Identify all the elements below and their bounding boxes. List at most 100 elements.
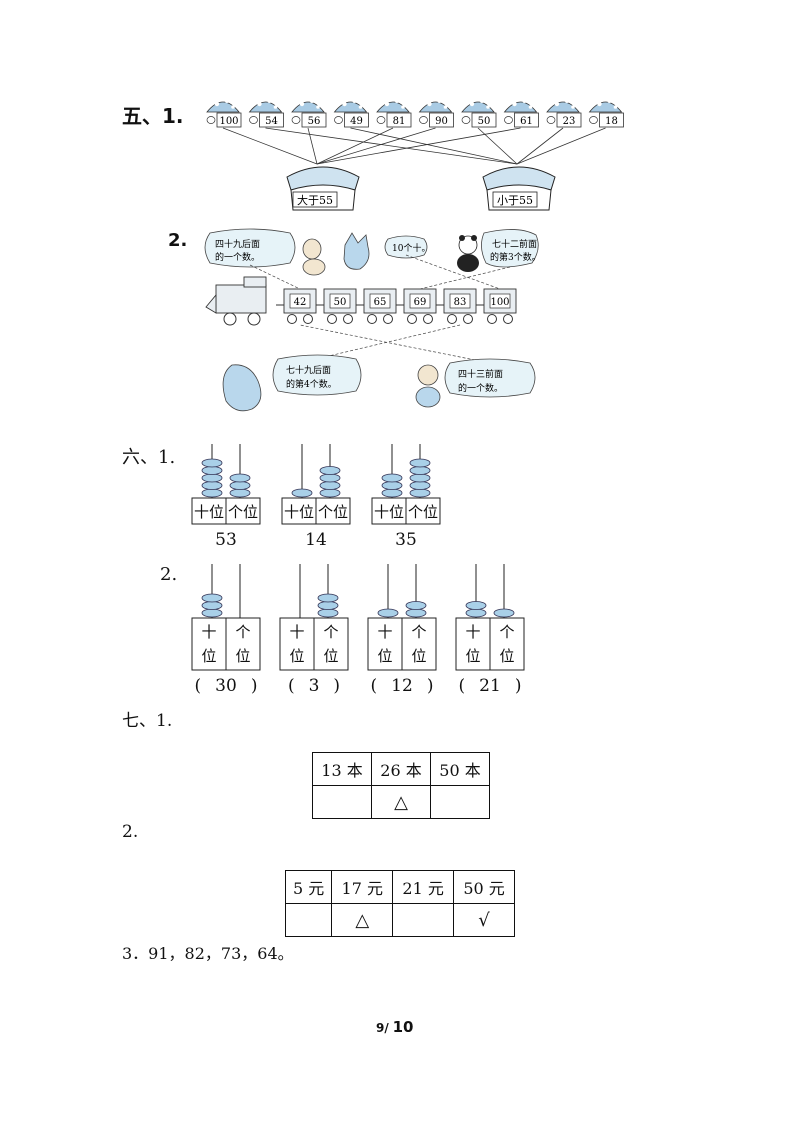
train-car: 100 xyxy=(476,288,517,324)
abacus-bead xyxy=(229,473,251,483)
speech-bubble: 四十三前面 的一个数。 xyxy=(444,358,536,398)
abacus-bead xyxy=(291,488,313,498)
mushroom: 54 xyxy=(248,99,284,128)
mushroom: 23 xyxy=(546,99,582,128)
abacus-caption: (21) xyxy=(444,676,536,696)
bubble-3a: 七十二前面 xyxy=(492,238,537,250)
place-label: 十 xyxy=(377,623,393,641)
match-line xyxy=(405,254,501,290)
mushroom-number: 18 xyxy=(605,116,618,127)
bubble-2: 10个十。 xyxy=(392,242,430,254)
abacus-bead xyxy=(409,458,431,468)
abacus-bead xyxy=(229,488,251,498)
paren-close: ) xyxy=(250,676,258,696)
train-car: 42 xyxy=(276,288,317,324)
place-label: 位 xyxy=(235,647,251,665)
table-header-cell: 21 元 xyxy=(392,870,455,904)
match-line xyxy=(315,324,461,360)
abacus-bead xyxy=(319,466,341,475)
train-car-number: 83 xyxy=(454,297,467,308)
mushroom: 90 xyxy=(418,99,454,128)
bubble-4b: 的第4个数。 xyxy=(286,378,337,390)
abacus-caption: 53 xyxy=(215,530,237,550)
place-label: 个 xyxy=(235,623,251,641)
section-7-label: 七、1. xyxy=(122,711,173,731)
place-label: 位 xyxy=(201,647,217,665)
paren-open: ( xyxy=(287,676,295,696)
place-label: 个位 xyxy=(227,503,258,521)
abacus-bead xyxy=(317,608,339,618)
squirrel-figure xyxy=(222,364,262,412)
sort-line xyxy=(350,127,518,165)
abacus-bead xyxy=(465,608,487,618)
mushroom: 61 xyxy=(503,99,539,128)
abacus-bead xyxy=(381,481,403,490)
train-car: 65 xyxy=(356,288,397,324)
abacus-value: 12 xyxy=(391,676,413,696)
place-label: 十位 xyxy=(193,503,224,521)
mushroom: 56 xyxy=(291,99,327,128)
abacus-row-2: 十位个位(30)十位个位(3)十位个位(12)十位个位(21) xyxy=(190,560,530,696)
train-car-number: 42 xyxy=(294,297,307,308)
bubble-3b: 的第3个数。 xyxy=(490,251,540,263)
sort-line xyxy=(265,127,518,165)
mushroom: 81 xyxy=(376,99,412,128)
abacus-bead xyxy=(405,608,427,618)
abacus: 十位个位(3) xyxy=(278,560,350,696)
abacus-bead xyxy=(381,488,403,498)
table-header-cell: 50 本 xyxy=(430,752,490,786)
table-header-cell: 17 元 xyxy=(331,870,394,904)
abacus: 十位个位 53 xyxy=(190,440,262,550)
abacus-caption: (12) xyxy=(356,676,448,696)
wolf-figure xyxy=(343,232,370,270)
abacus-bead xyxy=(229,481,251,490)
abacus-bead xyxy=(381,473,403,483)
abacus-bead xyxy=(201,458,223,468)
place-label: 位 xyxy=(411,647,427,665)
place-label: 位 xyxy=(289,647,305,665)
section-5-label: 五、1. xyxy=(122,104,184,128)
place-label: 个位 xyxy=(407,503,438,521)
abacus-bead xyxy=(377,608,399,618)
abacus: 十位个位(30) xyxy=(190,560,262,696)
panda-figure xyxy=(457,235,479,272)
place-label: 位 xyxy=(499,647,515,665)
paren-open: ( xyxy=(458,676,466,696)
table-mark-cell: △ xyxy=(331,903,394,937)
paren-open: ( xyxy=(370,676,378,696)
paren-close: ) xyxy=(514,676,522,696)
sort-line xyxy=(477,127,518,165)
abacus-bead xyxy=(201,481,223,490)
abacus-bead xyxy=(409,473,431,483)
section-5-q2-label: 2. xyxy=(168,230,188,251)
abacus-bead xyxy=(405,601,427,610)
abacus-caption: (3) xyxy=(268,676,360,696)
abacus: 十位个位(12) xyxy=(366,560,438,696)
abacus-bead xyxy=(409,481,431,490)
bubble-5a: 四十三前面 xyxy=(458,368,503,380)
mushroom: 100 xyxy=(206,99,242,128)
table-mark-cell xyxy=(430,785,490,819)
train-car: 50 xyxy=(316,288,357,324)
bubble-5b: 的一个数。 xyxy=(458,382,503,394)
basket-label-greater: 大于55 xyxy=(297,193,333,207)
table-mark-cell: △ xyxy=(371,785,431,819)
train-car-number: 69 xyxy=(414,297,427,308)
train-car-number: 65 xyxy=(374,297,387,308)
abacus-value: 21 xyxy=(479,676,501,696)
abacus-caption: 35 xyxy=(395,530,417,550)
abacus-bead xyxy=(319,488,341,498)
table-mark-cell xyxy=(312,785,372,819)
basket-label-less: 小于55 xyxy=(497,194,533,207)
train-car-number: 100 xyxy=(490,297,509,308)
abacus-bead xyxy=(201,466,223,475)
place-label: 个位 xyxy=(317,503,348,521)
sort-line xyxy=(516,127,564,165)
sort-line xyxy=(222,127,318,165)
paren-open: ( xyxy=(194,676,202,696)
bubble-4a: 七十九后面 xyxy=(286,364,331,376)
